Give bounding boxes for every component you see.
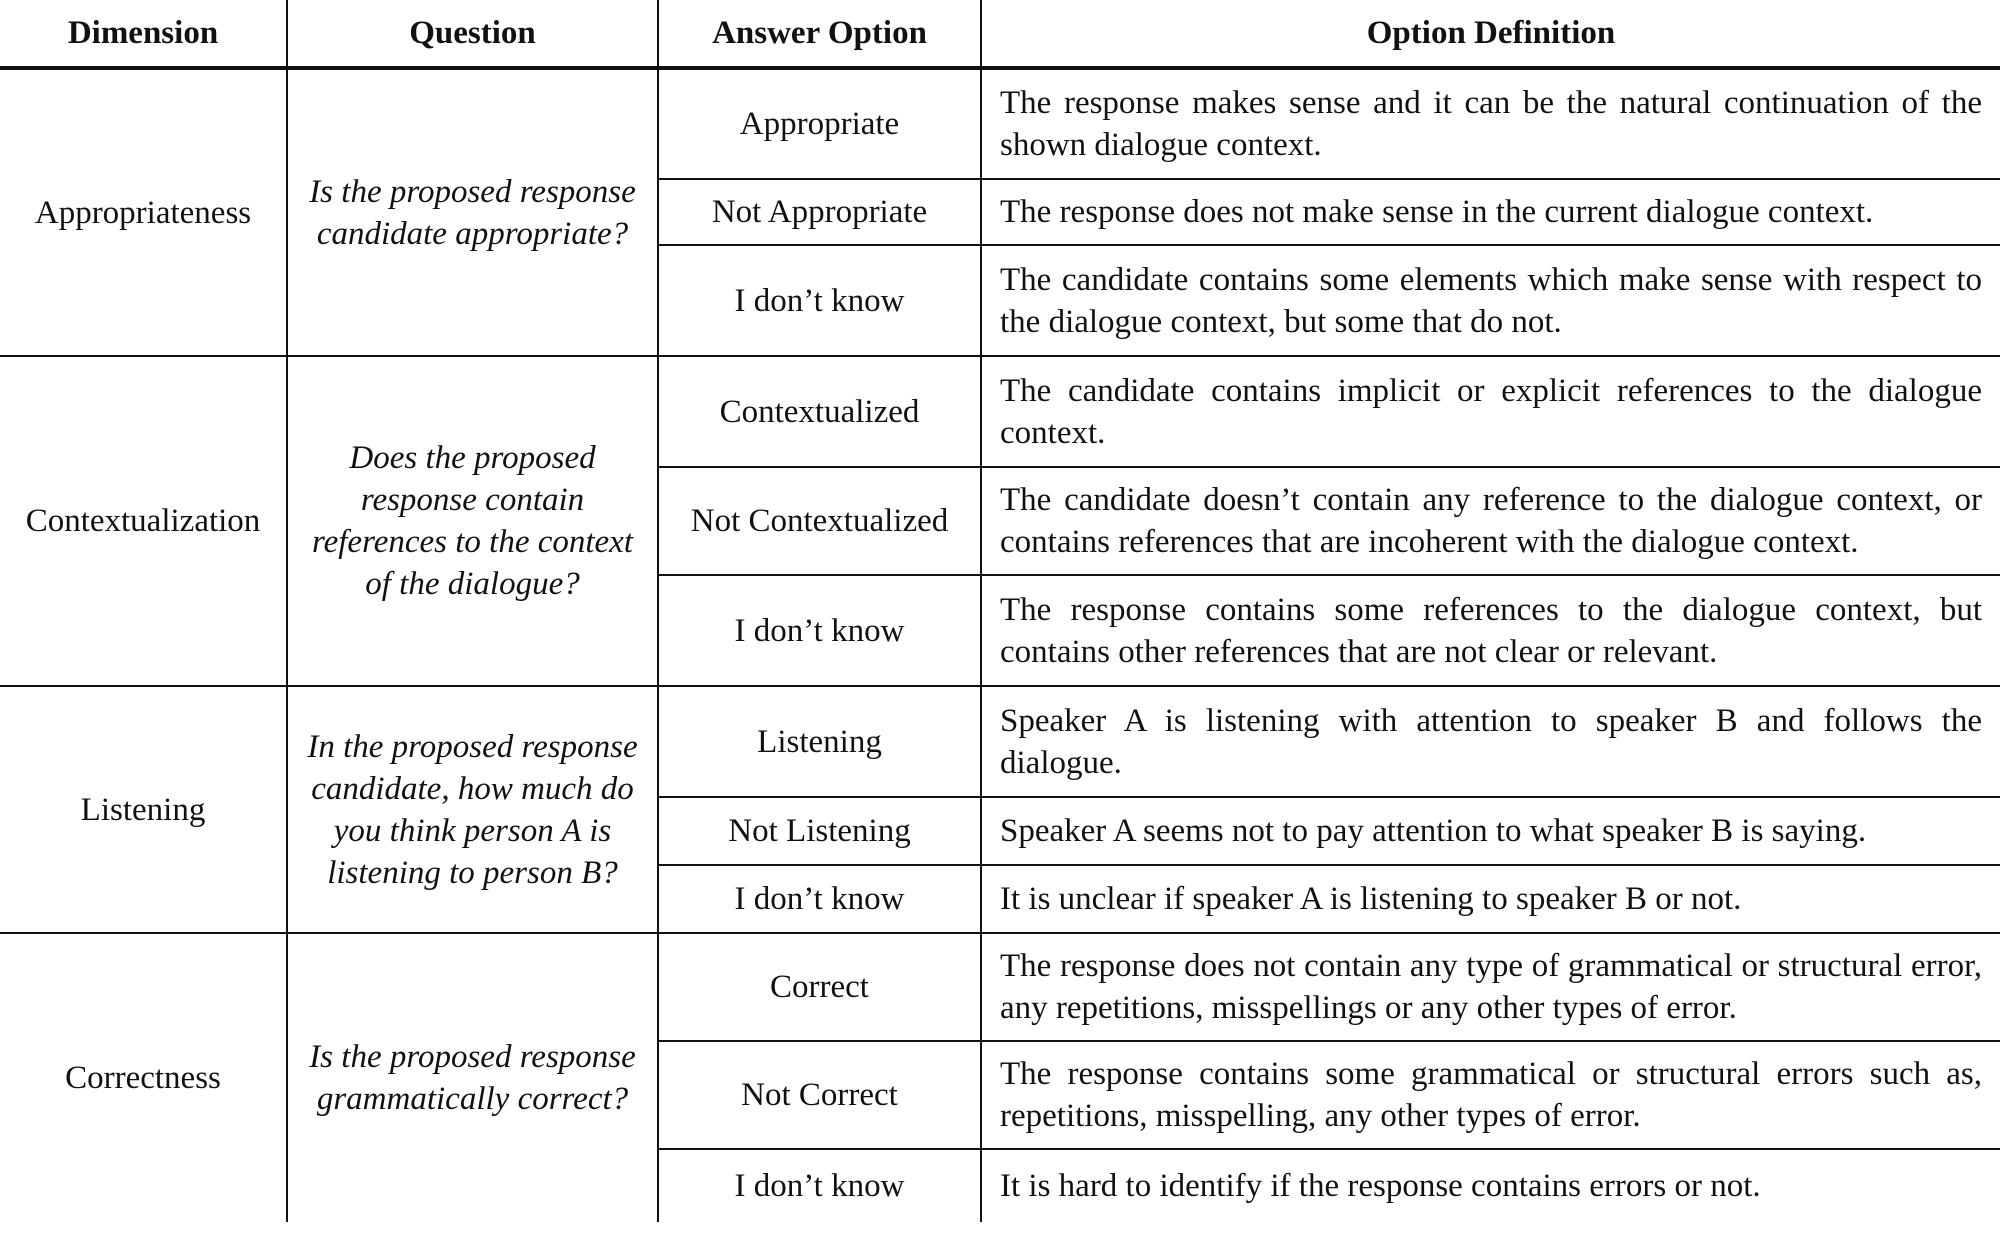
option-definition-cell: It is unclear if speaker A is listening … bbox=[980, 865, 2000, 934]
table-row: Not Correct The response contains some g… bbox=[0, 1041, 2000, 1150]
option-definition-cell: The response contains some references to… bbox=[980, 575, 2000, 687]
table-row: Correctness Is the proposed response gra… bbox=[0, 933, 2000, 1222]
answer-option-cell: Appropriate bbox=[657, 68, 981, 180]
option-definition-cell: The candidate doesn’t contain any refere… bbox=[980, 467, 2000, 576]
question-cell-listening: In the proposed response candidate, how … bbox=[286, 686, 658, 934]
dimension-cell-appropriateness: Appropriateness bbox=[0, 68, 287, 357]
answer-option-cell: Not Contextualized bbox=[657, 467, 981, 576]
table-row: Appropriateness Is the proposed response… bbox=[0, 68, 2000, 357]
answer-option-cell: Not Listening bbox=[657, 797, 981, 866]
dimension-cell-correctness: Correctness bbox=[65, 1060, 221, 1096]
answer-option-cell: I don’t know bbox=[657, 1149, 981, 1222]
answer-option-cell: Listening bbox=[657, 686, 981, 798]
option-definition-cell: The response contains some grammatical o… bbox=[980, 1041, 2000, 1150]
option-definition-cell: The candidate contains some elements whi… bbox=[980, 245, 2000, 357]
option-definition-cell: The candidate contains implicit or expli… bbox=[980, 356, 2000, 468]
header-option-definition: Option Definition bbox=[980, 0, 2000, 70]
answer-option-cell: Not Appropriate bbox=[657, 179, 981, 246]
answer-option-cell: I don’t know bbox=[657, 865, 981, 934]
answer-option-cell: Not Correct bbox=[657, 1041, 981, 1150]
table-row: I don’t know The candidate contains some… bbox=[0, 245, 2000, 357]
table-row: Contextualization Does the proposed resp… bbox=[0, 356, 2000, 687]
option-definition-cell: It is hard to identify if the response c… bbox=[980, 1149, 2000, 1222]
answer-option-cell: Correct bbox=[657, 933, 981, 1042]
table-row: Listening In the proposed response candi… bbox=[0, 686, 2000, 934]
answer-option-cell: I don’t know bbox=[657, 245, 981, 357]
table-header-row: Dimension Question Answer Option Option … bbox=[0, 0, 2000, 70]
option-definition-cell: The response does not contain any type o… bbox=[980, 933, 2000, 1042]
table-row: I don’t know The response contains some … bbox=[0, 575, 2000, 687]
table-row: Not Appropriate The response does not ma… bbox=[0, 179, 2000, 246]
table-row: I don’t know It is unclear if speaker A … bbox=[0, 865, 2000, 934]
question-cell-correctness: Is the proposed response grammatically c… bbox=[286, 933, 658, 1222]
header-dimension: Dimension bbox=[0, 0, 287, 70]
option-definition-cell: The response does not make sense in the … bbox=[980, 179, 2000, 246]
option-definition-cell: Speaker A seems not to pay attention to … bbox=[980, 797, 2000, 866]
question-cell-appropriateness: Is the proposed response candidate appro… bbox=[286, 68, 658, 357]
dimension-cell-listening: Listening bbox=[0, 686, 287, 934]
header-answer-option: Answer Option bbox=[657, 0, 981, 70]
header-question: Question bbox=[286, 0, 658, 70]
option-definition-cell: The response makes sense and it can be t… bbox=[980, 68, 2000, 180]
question-cell-contextualization: Does the proposed response contain refer… bbox=[286, 356, 658, 687]
answer-option-cell: Contextualized bbox=[657, 356, 981, 468]
table-row: Not Listening Speaker A seems not to pay… bbox=[0, 797, 2000, 866]
table-row: I don’t know It is hard to identify if t… bbox=[0, 1149, 2000, 1222]
option-definition-cell: Speaker A is listening with attention to… bbox=[980, 686, 2000, 798]
dimension-cell-contextualization: Contextualization bbox=[0, 356, 287, 687]
table-row: Not Contextualized The candidate doesn’t… bbox=[0, 467, 2000, 576]
answer-option-cell: I don’t know bbox=[657, 575, 981, 687]
